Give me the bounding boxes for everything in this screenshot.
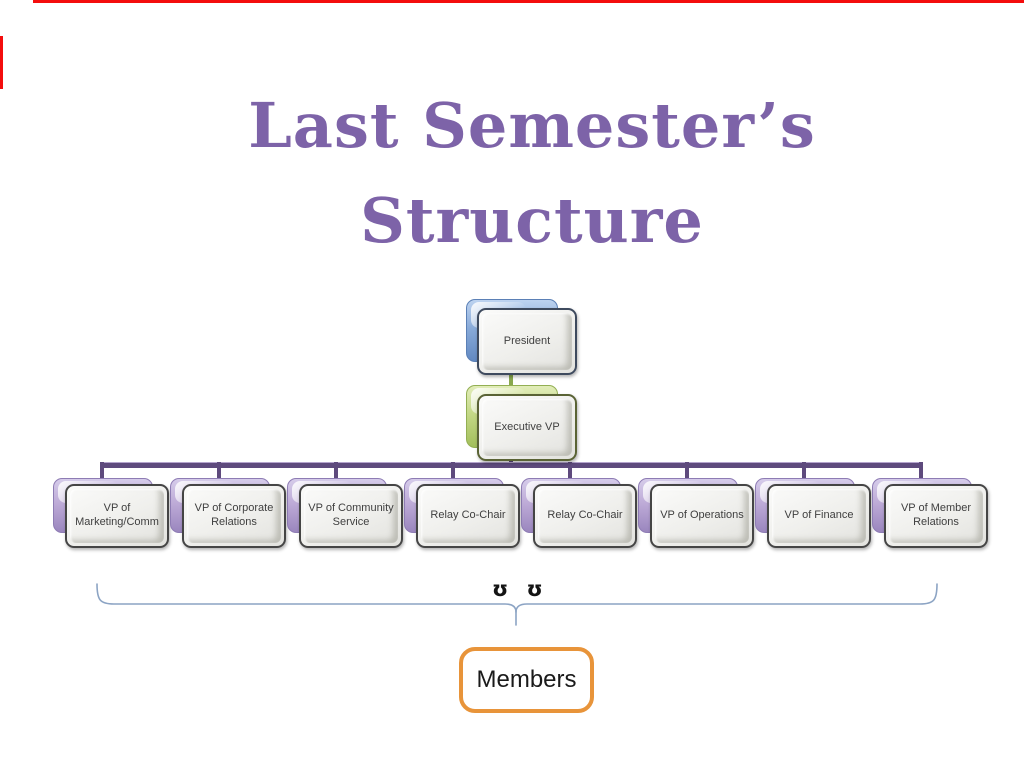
org-node-vp-finance: VP of Finance	[753, 476, 871, 556]
connector-president-execvp	[509, 368, 513, 398]
org-node-vp-operations: VP of Operations	[636, 476, 754, 556]
slide-title-line2: Structure	[360, 184, 704, 257]
clipped-text-glyphs: ʊ ʊ	[492, 577, 544, 601]
connector-drop	[217, 462, 221, 481]
org-node-box: Relay Co-Chair	[533, 484, 637, 548]
org-node-box: VP of Operations	[650, 484, 754, 548]
slide-title-line1: Last Semester’s	[248, 89, 816, 162]
org-node-label: Executive VP	[494, 420, 560, 433]
connector-horizontal-bus	[100, 462, 923, 468]
members-box: Members	[459, 647, 594, 713]
connector-drop	[685, 462, 689, 481]
connector-drop	[100, 462, 104, 481]
org-node-president: President	[466, 299, 577, 375]
connector-drop	[334, 462, 338, 481]
org-node-president-box: President	[477, 308, 577, 375]
org-node-label: VP of Community Service	[308, 502, 394, 528]
org-node-label: VP of Member Relations	[900, 502, 972, 528]
red-annotation-line-left	[0, 36, 3, 89]
org-node-executive-vp: Executive VP	[466, 385, 577, 461]
org-node-vp-marketing: VP of Marketing/Comm	[51, 476, 169, 556]
org-node-vp-corporate-relations: VP of Corporate Relations	[168, 476, 286, 556]
org-node-box: VP of Community Service	[299, 484, 403, 548]
connector-drop	[568, 462, 572, 481]
org-node-label: VP of Finance	[784, 509, 854, 522]
connector-drop	[802, 462, 806, 481]
org-node-vp-member-relations: VP of Member Relations	[870, 476, 988, 556]
org-node-box: VP of Corporate Relations	[182, 484, 286, 548]
org-node-relay-cochair-2: Relay Co-Chair	[519, 476, 637, 556]
connector-drop	[451, 462, 455, 481]
org-node-executive-vp-box: Executive VP	[477, 394, 577, 461]
org-node-label: VP of Corporate Relations	[194, 502, 274, 528]
brace-shape	[96, 583, 938, 626]
org-node-label: VP of Operations	[660, 509, 744, 522]
org-node-label: President	[503, 334, 551, 347]
org-node-box: VP of Marketing/Comm	[65, 484, 169, 548]
org-node-box: VP of Finance	[767, 484, 871, 548]
org-node-label: VP of Marketing/Comm	[75, 502, 159, 528]
members-label: Members	[476, 666, 577, 693]
slide-title: Last Semester’s Structure	[182, 78, 882, 268]
org-node-box: VP of Member Relations	[884, 484, 988, 548]
org-node-relay-cochair-1: Relay Co-Chair	[402, 476, 520, 556]
org-node-label: Relay Co-Chair	[430, 509, 506, 522]
org-node-label: Relay Co-Chair	[547, 509, 623, 522]
org-node-box: Relay Co-Chair	[416, 484, 520, 548]
connector-drop	[919, 462, 923, 481]
red-annotation-line-top	[33, 0, 1024, 3]
org-node-vp-community-service: VP of Community Service	[285, 476, 403, 556]
